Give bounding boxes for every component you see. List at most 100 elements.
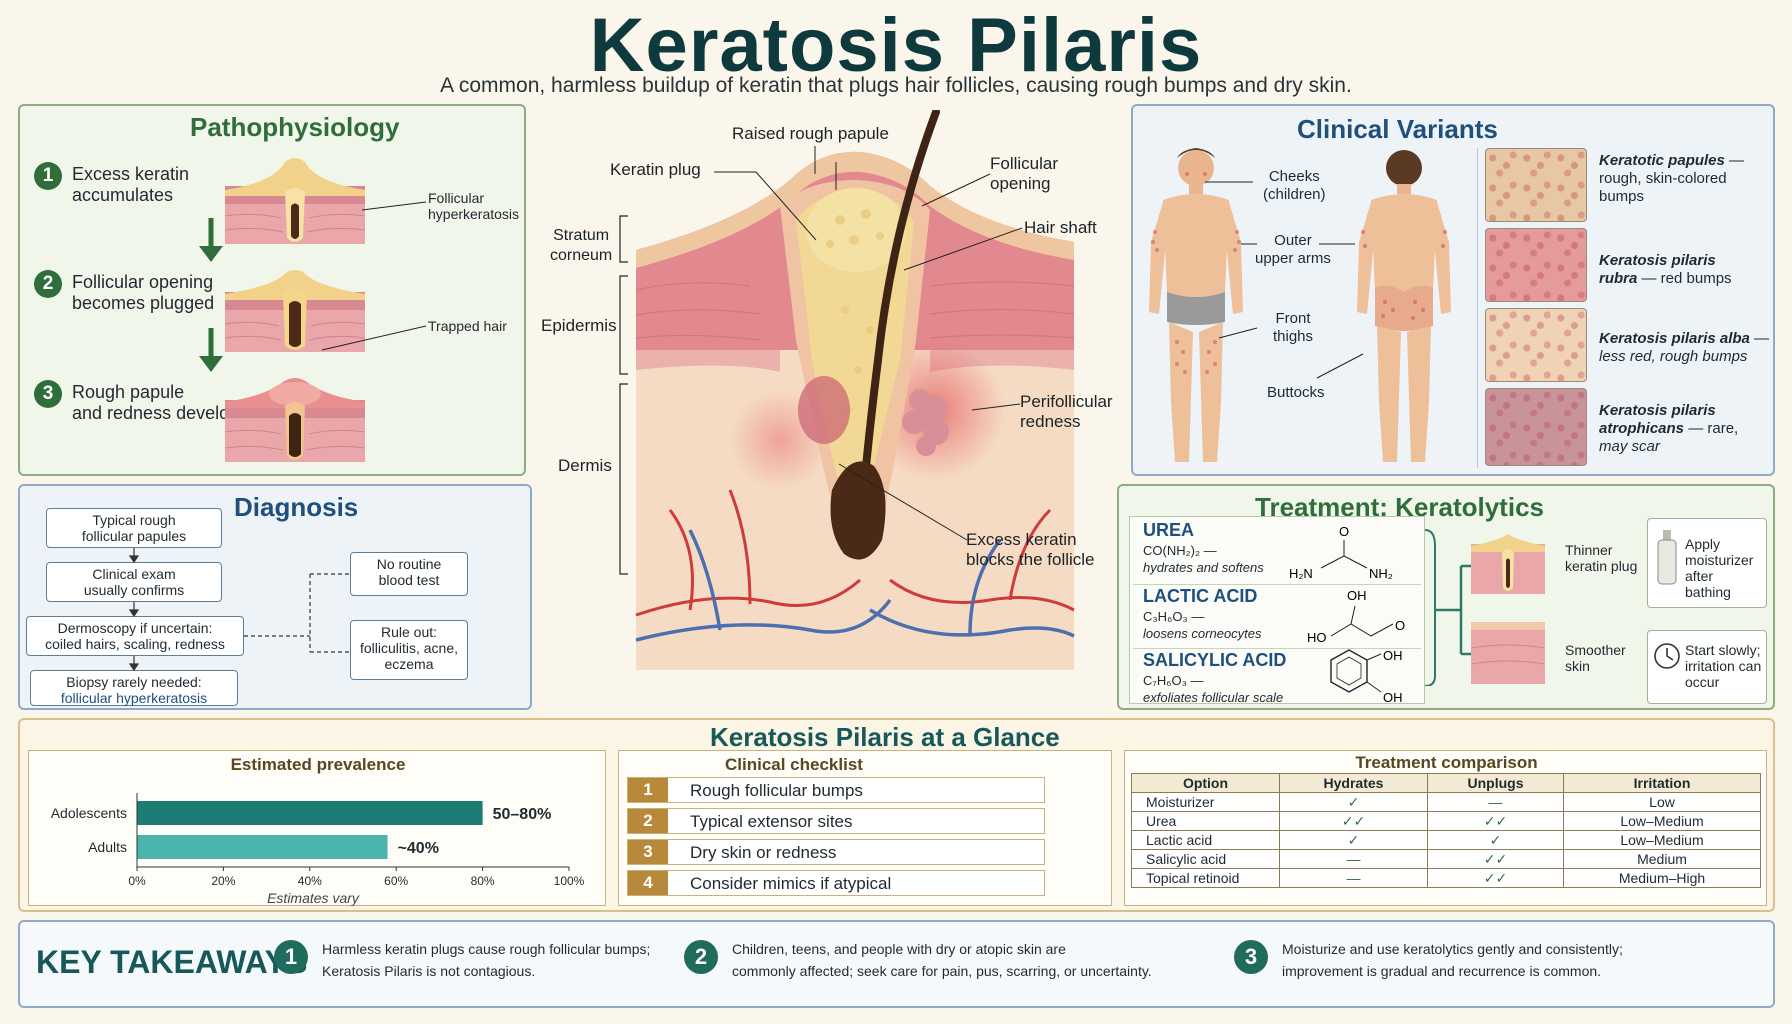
- takeaway-2-text: Children, teens, and people with dry or …: [732, 941, 1152, 979]
- clock-icon: [1654, 643, 1680, 669]
- diagnosis-rule-out: Rule out:folliculitis, acne,eczema: [350, 620, 468, 680]
- checklist-text: Typical extensor sites: [690, 812, 853, 831]
- bar-value-label: ~40%: [398, 840, 439, 857]
- lactic-structure: OH HO O: [1307, 588, 1405, 645]
- takeaway-3-text: Moisturize and use keratolytics gently a…: [1282, 941, 1623, 979]
- leader-hair-shaft: [903, 227, 1023, 271]
- step-1-number: 1: [34, 162, 62, 190]
- chem-nh2: NH₂: [1369, 566, 1393, 581]
- checklist-text: Consider mimics if atypical: [690, 874, 892, 893]
- step-2-skin-illustration: [225, 270, 365, 352]
- x-tick-label: 100%: [554, 874, 585, 888]
- step-3-skin-illustration: [225, 378, 365, 462]
- takeaway-1-text: Harmless keratin plugs cause rough folli…: [322, 941, 651, 979]
- treatment-panel: Treatment: Keratolytics UREA CO(NH₂)₂ —h…: [1117, 484, 1775, 710]
- table-row: Lactic acid✓✓Low–Medium: [1131, 830, 1761, 850]
- label-keratin-plug: Keratin plug: [610, 160, 701, 179]
- tip-slowly-box: [1647, 630, 1767, 704]
- x-tick-label: 40%: [298, 874, 322, 888]
- step-2-number: 2: [34, 270, 62, 298]
- checklist-number: 1: [628, 778, 668, 802]
- arrow-down-icon: [199, 328, 223, 372]
- takeaways-title: KEY TAKEAWAYS: [36, 944, 308, 980]
- leader-keratin-plug: [714, 171, 817, 241]
- checklist-title: Clinical checklist: [725, 755, 863, 774]
- bar-value-label: 50–80%: [493, 806, 552, 823]
- salicylic-structure: OH OH: [1330, 648, 1403, 705]
- step-2-annotation: Trapped hair: [428, 318, 507, 334]
- acid-list-box: [1129, 516, 1425, 704]
- leader-raised-papule: [814, 146, 816, 174]
- acid-lactic-name: LACTIC ACID: [1143, 586, 1258, 606]
- prevalence-title: Estimated prevalence: [230, 755, 406, 774]
- chem-oh: OH: [1383, 690, 1403, 705]
- label-epidermis: Epidermis: [541, 316, 617, 335]
- clinical-variants-panel: Clinical Variants: [1131, 104, 1775, 476]
- pathophysiology-title: Pathophysiology: [190, 112, 400, 142]
- table-header-row: Option Hydrates Unplugs Irritation: [1131, 773, 1761, 793]
- x-axis-label: Estimates vary: [267, 890, 360, 906]
- label-dermis: Dermis: [558, 456, 612, 475]
- label-hair-shaft: Hair shaft: [1024, 218, 1097, 237]
- chem-o: O: [1339, 524, 1349, 539]
- takeaway-1-number: 1: [274, 940, 308, 974]
- variant-rubra-text: Keratosis pilaris rubra — red bumps: [1599, 252, 1732, 287]
- variant-alba-text: Keratosis pilaris alba — less red, rough…: [1599, 330, 1770, 365]
- arrow-down-icon: [199, 218, 223, 262]
- checklist-item: 1 Rough follicular bumps: [627, 777, 1045, 803]
- chem-ho: HO: [1307, 630, 1327, 645]
- comparison-card: Treatment comparison Option Hydrates Unp…: [1124, 750, 1767, 906]
- variant-thumb-atrophicans: [1485, 388, 1587, 466]
- prevalence-bar: [137, 835, 388, 859]
- variant-thumb-keratotic: [1485, 148, 1587, 222]
- leader-perifollicular: [971, 403, 1021, 411]
- takeaway-3-number: 3: [1234, 940, 1268, 974]
- diagnosis-title: Diagnosis: [234, 492, 359, 522]
- bottle-icon: [1657, 530, 1677, 585]
- table-row: Moisturizer✓—Low: [1131, 792, 1761, 812]
- prevalence-bar: [137, 801, 483, 825]
- checklist-card: Clinical checklist 1 Rough follicular bum…: [618, 750, 1112, 906]
- x-tick-label: 0%: [128, 874, 146, 888]
- comparison-table: Option Hydrates Unplugs Irritation Moist…: [1131, 773, 1761, 888]
- table-row: Salicylic acid—✓✓Medium: [1131, 849, 1761, 869]
- layer-brackets: [619, 215, 628, 575]
- leader-excess-keratin: [838, 463, 968, 541]
- step-3-number: 3: [34, 380, 62, 408]
- result-smoother-illustration: [1471, 622, 1545, 684]
- col-hydrates: Hydrates: [1279, 773, 1428, 793]
- acid-urea-desc: CO(NH₂)₂ —hydrates and softens: [1143, 543, 1264, 575]
- glance-panel: Keratosis Pilaris at a Glance Estimated …: [18, 718, 1775, 912]
- col-irritation: Irritation: [1563, 773, 1761, 793]
- bar-category-label: Adults: [88, 839, 127, 855]
- acid-lactic-desc: C₃H₆O₃ —loosens corneocytes: [1143, 609, 1262, 641]
- takeaway-2-number: 2: [684, 940, 718, 974]
- x-tick-label: 60%: [384, 874, 408, 888]
- step-1-leader: [361, 201, 427, 211]
- variant-atrophicans-text: Keratosis pilaris atrophicans — rare, ma…: [1599, 402, 1739, 455]
- body-front-illustration: [1149, 148, 1243, 462]
- x-tick-label: 80%: [471, 874, 495, 888]
- variant-thumb-alba: [1485, 308, 1587, 382]
- acid-urea-name: UREA: [1143, 520, 1195, 540]
- checklist-text: Rough follicular bumps: [690, 781, 863, 800]
- chem-oh: OH: [1347, 588, 1367, 603]
- checklist-number: 3: [628, 840, 668, 864]
- col-unplugs: Unplugs: [1427, 773, 1564, 793]
- follicle-cross-section: [635, 110, 1075, 670]
